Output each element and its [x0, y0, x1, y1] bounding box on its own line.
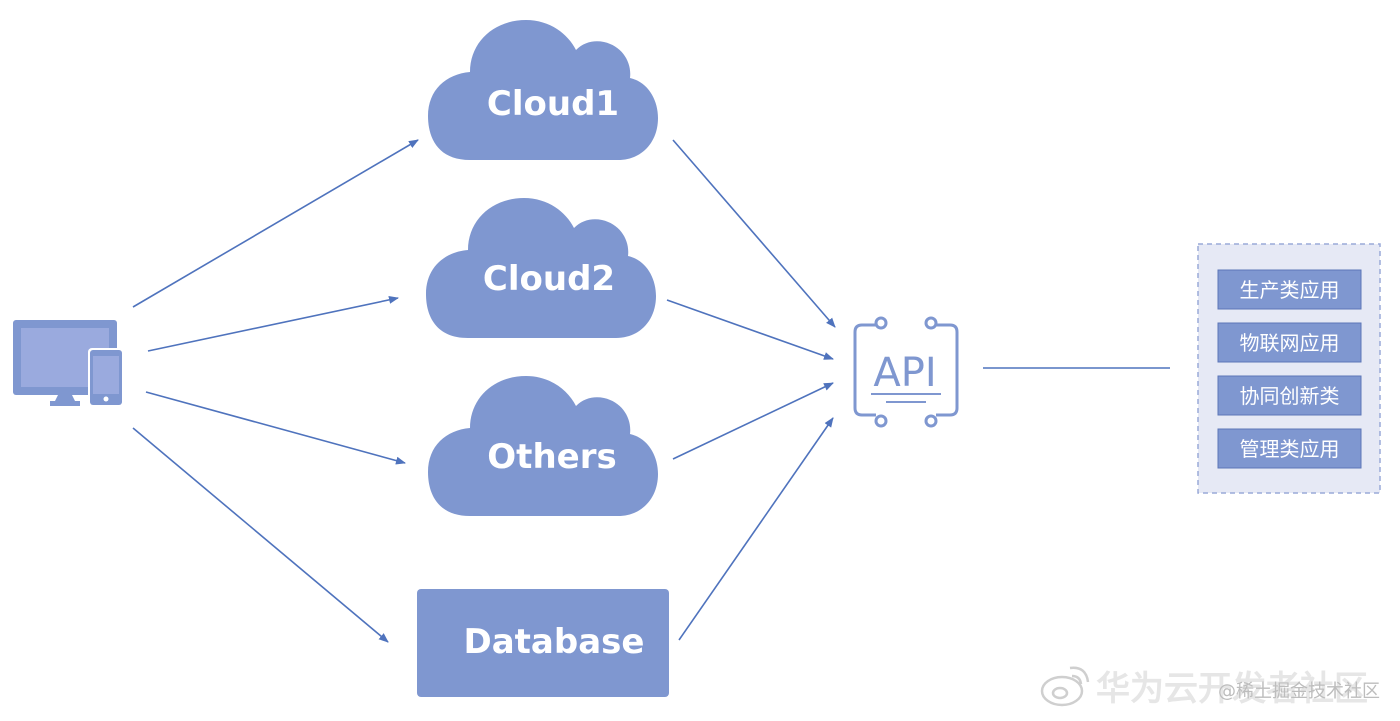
app-item-label: 协同创新类 — [1240, 384, 1340, 408]
app-item: 协同创新类 — [1217, 375, 1362, 416]
watermark-handle: @稀土掘金技术社区 — [1218, 681, 1380, 702]
app-item: 生产类应用 — [1217, 269, 1362, 310]
others-node: Others — [428, 376, 658, 516]
watermark-brand: 华为云开发者社区 — [1096, 669, 1368, 709]
device-to-nodes-arrows — [132, 139, 419, 643]
cloud2-label: Cloud2 — [483, 259, 615, 299]
app-item-label: 管理类应用 — [1240, 437, 1340, 461]
arrow-device-to-database — [132, 427, 389, 643]
app-item-label: 物联网应用 — [1240, 331, 1340, 355]
api-label: API — [873, 350, 936, 396]
weibo-icon — [1040, 666, 1090, 707]
arrow-cloud1-to-api — [672, 139, 836, 328]
database-node: Database — [417, 589, 669, 697]
app-item: 管理类应用 — [1217, 428, 1362, 469]
api-icon — [853, 316, 959, 428]
arrow-database-to-api — [678, 417, 834, 641]
device-icon — [13, 320, 124, 407]
cloud1-label: Cloud1 — [487, 84, 619, 124]
database-label: Database — [464, 622, 645, 662]
arrow-device-to-cloud1 — [132, 139, 419, 308]
arrow-device-to-cloud2 — [147, 295, 399, 352]
arrow-others-to-api — [672, 382, 834, 460]
arrow-device-to-others — [145, 391, 406, 465]
nodes-to-api-arrows — [666, 139, 836, 641]
apps-panel: 生产类应用 物联网应用 协同创新类 管理类应用 — [1197, 243, 1381, 494]
arrow-cloud2-to-api — [666, 299, 834, 360]
app-item-label: 生产类应用 — [1240, 278, 1340, 302]
cloud2-node: Cloud2 — [426, 198, 656, 338]
app-item: 物联网应用 — [1217, 322, 1362, 363]
watermark: 华为云开发者社区 @稀土掘金技术社区 — [1040, 666, 1380, 709]
cloud1-node: Cloud1 — [428, 20, 658, 160]
others-label: Others — [487, 437, 616, 477]
